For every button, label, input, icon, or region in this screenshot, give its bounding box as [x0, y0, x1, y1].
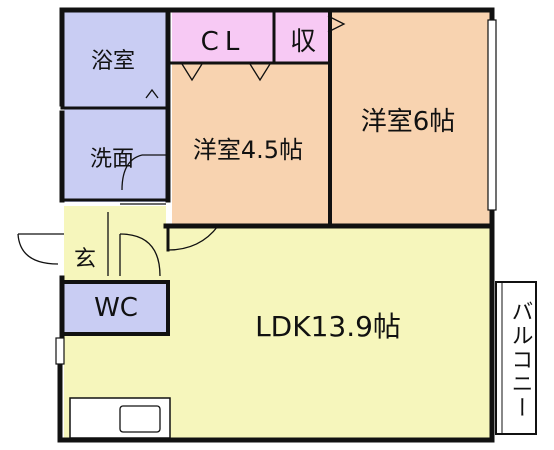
room-bath [64, 12, 166, 107]
label-storage: 収 [290, 27, 316, 57]
label-western-large: 洋室6帖 [361, 107, 456, 137]
label-closet: CL [201, 27, 246, 57]
room-closet [172, 12, 274, 62]
room-toilet [64, 284, 166, 332]
kitchen-basin [119, 405, 161, 433]
label-ldk: LDK13.9帖 [255, 310, 401, 343]
room-western-large [332, 12, 490, 224]
label-toilet: WC [94, 293, 138, 323]
label-bath: 浴室 [91, 49, 135, 74]
label-balcony: バルコニー [508, 300, 533, 420]
label-washroom: 洗面 [90, 147, 134, 172]
balcony [495, 281, 537, 435]
room-western-small [172, 64, 328, 224]
label-western-small: 洋室4.5帖 [193, 136, 303, 164]
room-storage [274, 12, 328, 62]
room-ldk [64, 224, 490, 438]
walls [57, 7, 495, 443]
label-entrance: 玄 [74, 247, 96, 272]
windows [55, 19, 497, 365]
door-marks [17, 15, 430, 277]
